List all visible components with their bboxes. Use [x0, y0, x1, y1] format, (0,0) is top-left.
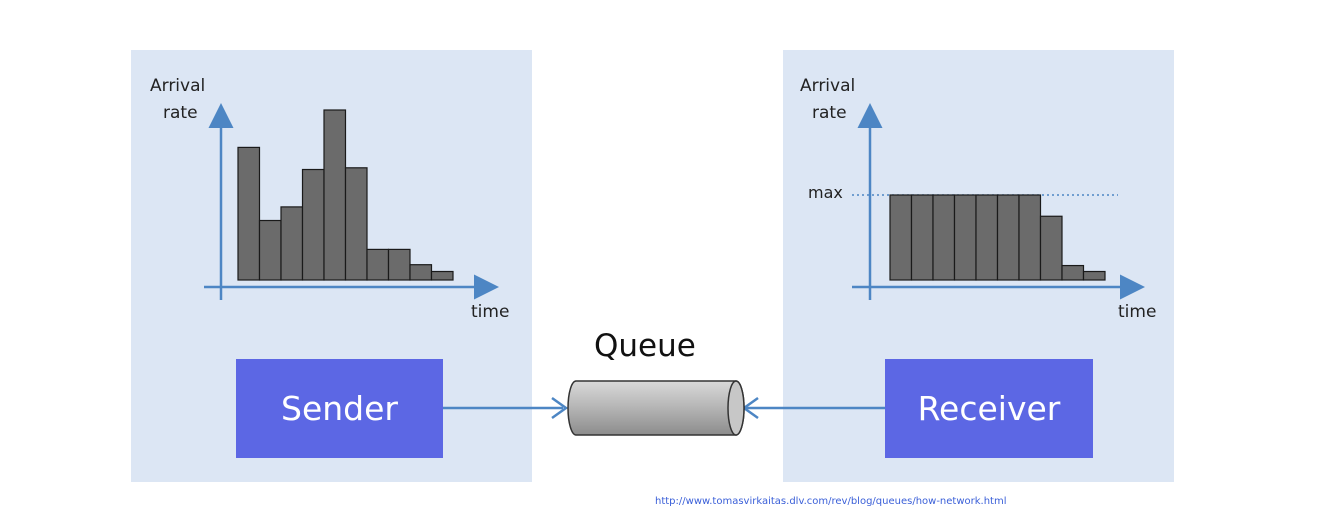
right-bar-9 [1061, 264, 1085, 281]
right-ylabel-line2: rate [812, 103, 847, 123]
left-bar-1 [237, 146, 261, 281]
left-bar-6 [344, 167, 368, 281]
left-ylabel-line2: rate [163, 103, 198, 123]
left-bar-3 [280, 206, 304, 281]
left-bar-8 [387, 248, 411, 281]
right-bar-7 [1018, 194, 1042, 281]
right-bar-2 [910, 194, 934, 281]
left-bar-7 [366, 248, 390, 281]
left-bar-10 [430, 270, 454, 281]
max-label: max [808, 183, 843, 202]
right-bar-6 [996, 194, 1020, 281]
right-bar-3 [932, 194, 956, 281]
left-bar-9 [409, 264, 433, 281]
right-bar-4 [953, 194, 977, 281]
left-bar-4 [301, 168, 325, 281]
right-ylabel-line1: Arrival [800, 76, 856, 96]
sender-box: Sender [236, 359, 443, 458]
queue-cylinder [567, 380, 745, 436]
source-link[interactable]: http://www.tomasvirkaitas.dlv.com/rev/bl… [655, 496, 1007, 507]
left-xlabel: time [471, 302, 510, 322]
right-bar-1 [889, 194, 913, 281]
right-bar-5 [975, 194, 999, 281]
left-bar-2 [258, 219, 282, 281]
right-xlabel: time [1118, 302, 1157, 322]
right-bar-10 [1082, 270, 1106, 281]
receiver-box: Receiver [885, 359, 1093, 458]
left-bar-5 [323, 109, 347, 281]
left-bars [237, 109, 454, 281]
right-bar-8 [1039, 215, 1063, 281]
left-ylabel-line1: Arrival [150, 76, 206, 96]
queue-label: Queue [594, 328, 696, 364]
right-bars [889, 194, 1106, 281]
sender-arrow-head [551, 396, 569, 420]
